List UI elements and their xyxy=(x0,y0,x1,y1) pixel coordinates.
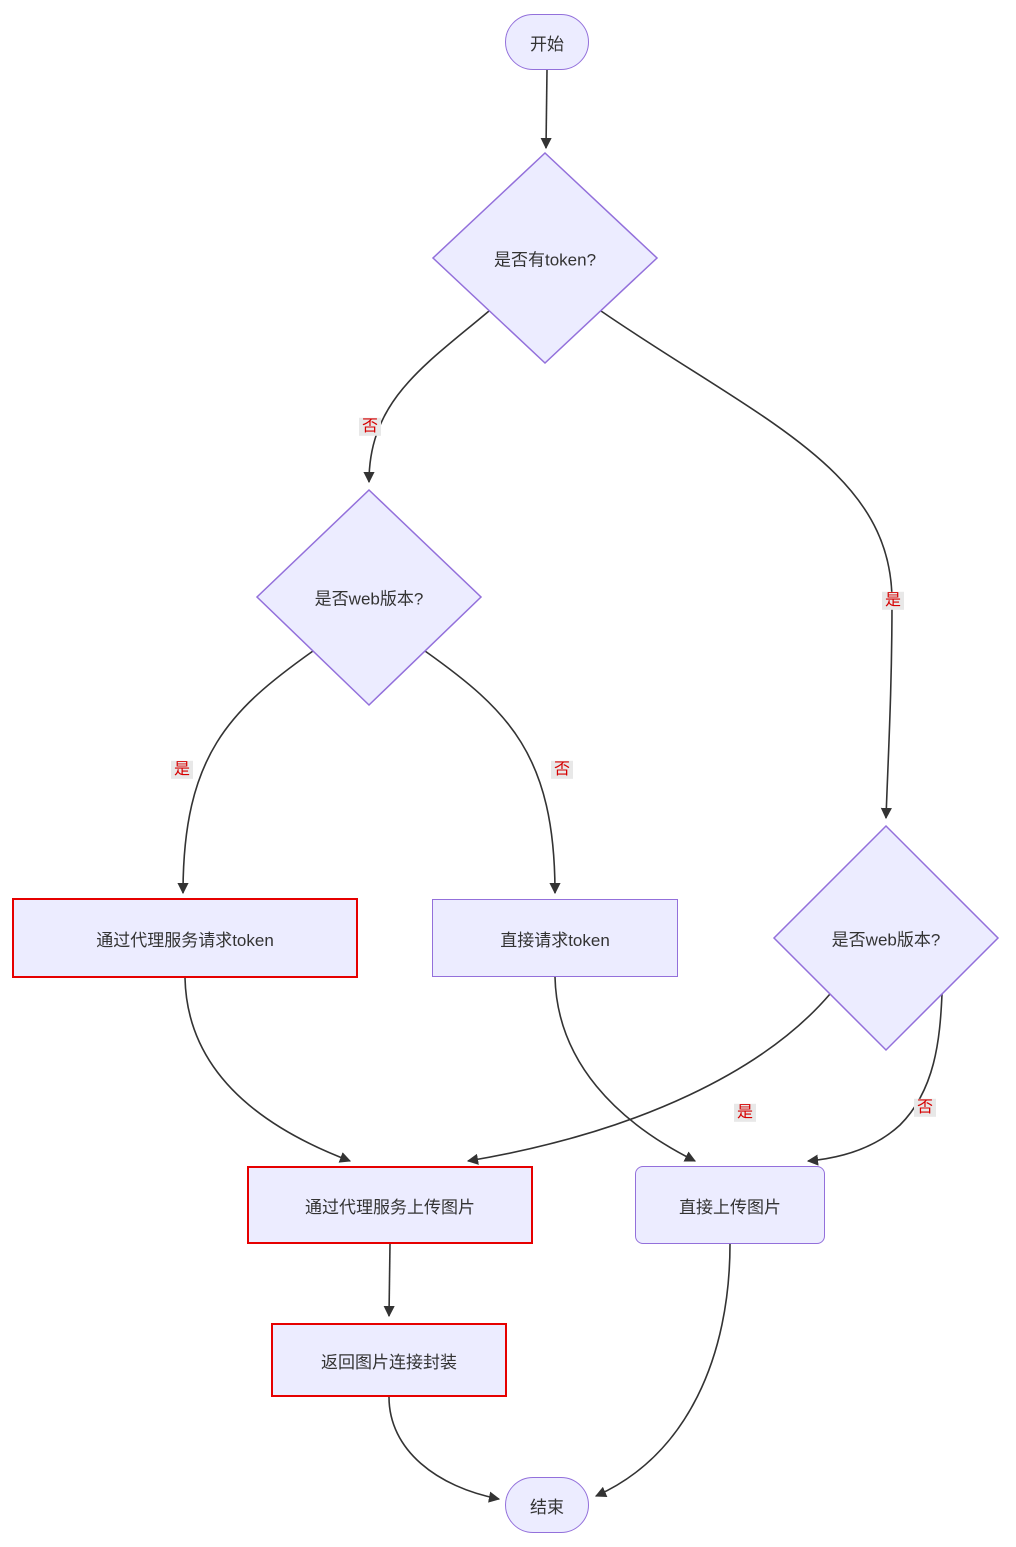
edge-label-yes-3: 是 xyxy=(733,1103,757,1123)
node-proxy-upload-label: 通过代理服务上传图片 xyxy=(305,1197,475,1217)
edge-has-token-no xyxy=(363,310,490,484)
edge-has-token-yes xyxy=(600,310,893,820)
node-end: 结束 xyxy=(505,1477,589,1533)
decision-has-token-label: 是否有token? xyxy=(493,250,597,270)
decision-is-web-right-shape xyxy=(772,824,1000,1052)
node-direct-upload: 直接上传图片 xyxy=(635,1166,825,1244)
decision-is-web-left-label: 是否web版本? xyxy=(314,589,424,609)
edge-label-no-1: 否 xyxy=(358,417,382,437)
decision-is-web-right-label: 是否web版本? xyxy=(831,930,941,950)
decision-has-token-shape xyxy=(431,151,659,365)
node-end-label: 结束 xyxy=(530,1497,564,1517)
edge-is-web-right-yes xyxy=(466,993,831,1165)
edge-return-to-end xyxy=(388,1396,501,1503)
edge-proxy-token-to-proxy-upload xyxy=(184,977,352,1163)
node-return-wrap: 返回图片连接封装 xyxy=(271,1323,507,1397)
edge-label-yes-2: 是 xyxy=(170,760,194,780)
node-proxy-token: 通过代理服务请求token xyxy=(12,898,358,978)
edge-label-no-2: 否 xyxy=(550,760,574,780)
edge-direct-token-to-direct-upload xyxy=(554,976,697,1162)
node-direct-upload-label: 直接上传图片 xyxy=(679,1197,781,1217)
node-start-label: 开始 xyxy=(530,34,564,54)
edge-direct-upload-to-end xyxy=(594,1243,731,1498)
edge-label-yes-1: 是 xyxy=(881,591,905,611)
edge-proxy-upload-to-return xyxy=(383,1243,395,1318)
edge-label-no-3: 否 xyxy=(913,1098,937,1118)
node-proxy-token-label: 通过代理服务请求token xyxy=(96,930,274,950)
node-direct-token-label: 直接请求token xyxy=(500,930,610,950)
node-proxy-upload: 通过代理服务上传图片 xyxy=(247,1166,533,1244)
node-return-wrap-label: 返回图片连接封装 xyxy=(321,1352,457,1372)
node-direct-token: 直接请求token xyxy=(432,899,678,977)
node-start: 开始 xyxy=(505,14,589,70)
decision-is-web-left-shape xyxy=(255,488,483,707)
edge-start-to-has-token xyxy=(540,69,552,150)
edge-is-web-left-no xyxy=(424,650,561,895)
edge-is-web-right-no xyxy=(806,993,943,1166)
edge-is-web-left-yes xyxy=(177,650,314,895)
